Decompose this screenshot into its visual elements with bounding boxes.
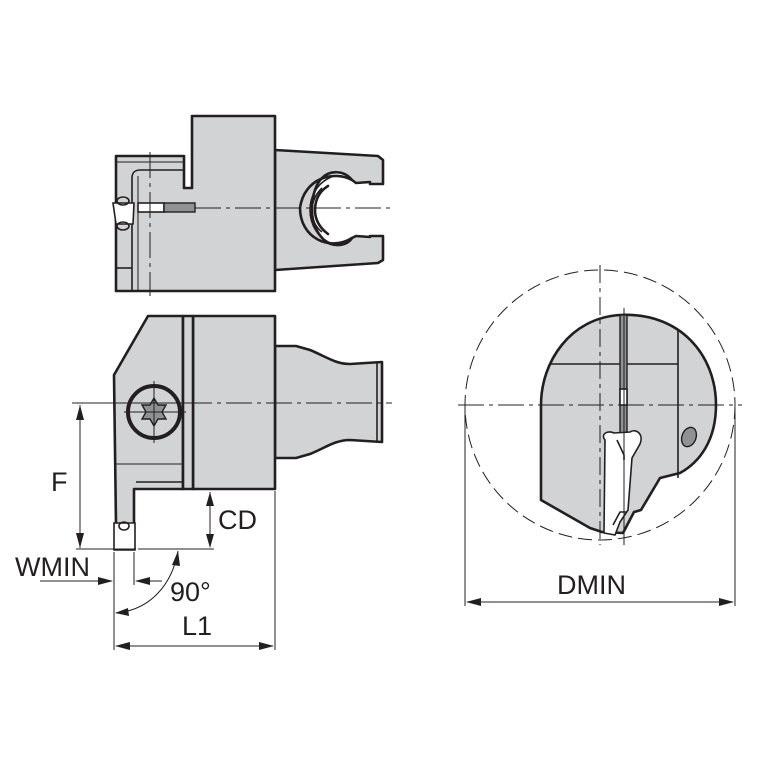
wmin-arrow-left-icon xyxy=(98,577,113,585)
insert-tip-top xyxy=(116,196,130,206)
end-view-insert xyxy=(602,429,642,536)
insert-blade xyxy=(163,202,196,213)
label-l1: L1 xyxy=(182,611,213,641)
insert-slot xyxy=(137,202,165,213)
side-view-insert xyxy=(113,522,136,551)
angle-arrow-top-icon xyxy=(172,551,180,566)
label-cd: CD xyxy=(218,505,257,535)
label-wmin: WMIN xyxy=(15,552,90,582)
l1-arrow-right-icon xyxy=(259,642,274,650)
dmin-arrow-right-icon xyxy=(719,598,734,606)
angle-arrow-left-icon xyxy=(115,608,129,616)
insert-tip-bottom xyxy=(116,221,130,231)
f-arrow-bottom-icon xyxy=(76,533,84,548)
insert-tip xyxy=(112,202,135,225)
dimension-lines xyxy=(40,405,276,650)
dmin-arrow-left-icon xyxy=(466,598,481,606)
end-view-bolt-hole xyxy=(680,426,698,448)
label-angle-90: 90° xyxy=(170,577,211,607)
side-view-shank xyxy=(273,344,384,460)
end-view-body xyxy=(539,313,718,535)
label-f: F xyxy=(51,467,68,497)
top-view-coupling-shank xyxy=(273,148,385,272)
insert-tip-line xyxy=(612,511,627,526)
side-view xyxy=(72,314,392,551)
coupling-ring-inner2 xyxy=(311,187,323,233)
cd-arrow-bottom-icon xyxy=(206,534,214,548)
label-dmin: DMIN xyxy=(557,570,626,600)
side-view-insert-chip xyxy=(118,521,130,531)
l1-arrow-left-icon xyxy=(115,642,130,650)
cd-arrow-top-icon xyxy=(206,492,214,506)
holder-inner-edge xyxy=(131,169,184,291)
coupling-ring-mid xyxy=(309,175,335,245)
top-view xyxy=(112,114,390,296)
end-view xyxy=(458,265,742,606)
wmin-arrow-right-icon xyxy=(135,577,150,585)
f-arrow-top-icon xyxy=(76,405,84,420)
coupling-ring-inner xyxy=(313,184,330,236)
